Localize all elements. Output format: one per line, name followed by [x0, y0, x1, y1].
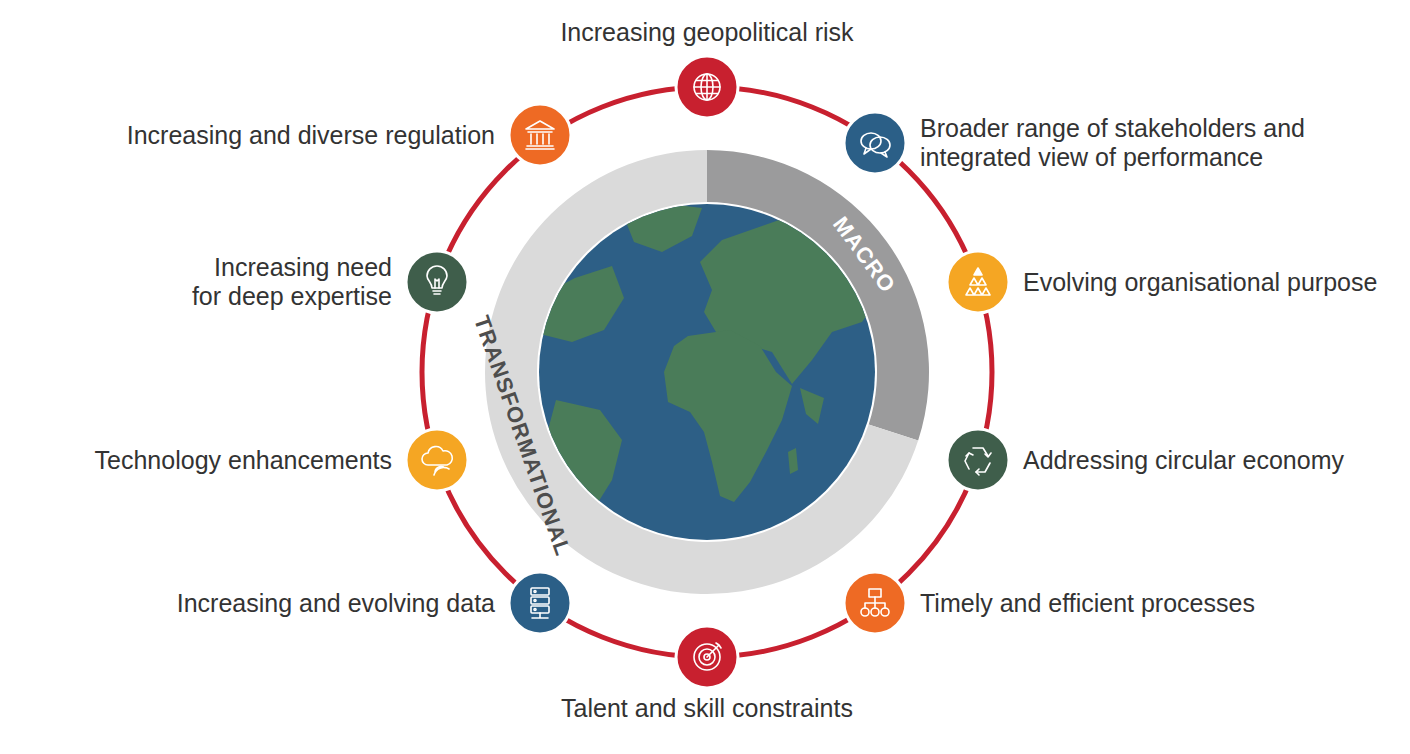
- trend-label: Technology enhancements: [95, 446, 392, 475]
- trend-label: Increasing and evolving data: [177, 589, 495, 618]
- icon-symbol: [694, 74, 720, 100]
- trend-icon: Talent and skill constraints: [675, 625, 739, 689]
- trend-label: Increasing geopolitical risk: [560, 18, 853, 47]
- trend-icon: Increasing and evolving data: [508, 571, 572, 635]
- icon-symbol: [861, 133, 890, 157]
- globe: [536, 203, 878, 540]
- trend-label: Talent and skill constraints: [561, 694, 853, 723]
- icon-symbol: [861, 589, 889, 616]
- icon-symbol: [965, 448, 991, 475]
- trend-label: Increasing need for deep expertise: [186, 253, 392, 311]
- trend-label: Timely and efficient processes: [920, 589, 1255, 618]
- icon-symbol: [422, 447, 452, 475]
- trend-icon: Timely and efficient processes: [843, 571, 907, 635]
- outer-ring: [422, 87, 992, 657]
- trend-icon: Increasing need for deep expertise: [405, 250, 469, 314]
- trend-icon: Increasing geopolitical risk: [675, 55, 739, 119]
- trend-icon: Addressing circular economy: [946, 428, 1010, 492]
- icon-circle: [508, 103, 572, 167]
- icon-symbol: [966, 268, 990, 295]
- trend-label: Evolving organisational purpose: [1023, 268, 1377, 297]
- icon-circle: [405, 428, 469, 492]
- category-band: TRANSFORMATIONAL: [485, 150, 929, 594]
- trend-label: Increasing and diverse regulation: [127, 121, 495, 150]
- trend-icon: Broader range of stakeholders and integr…: [843, 111, 907, 175]
- icon-circle: [843, 571, 907, 635]
- trend-label: Broader range of stakeholders and integr…: [920, 114, 1340, 172]
- icon-circle: [946, 250, 1010, 314]
- trend-icon: Technology enhancements: [405, 428, 469, 492]
- icon-circle: [675, 55, 739, 119]
- trend-icon: Increasing and diverse regulation: [508, 103, 572, 167]
- icon-circle: [508, 571, 572, 635]
- icon-circle: [946, 428, 1010, 492]
- icon-circle: [675, 625, 739, 689]
- trend-icon: Evolving organisational purpose: [946, 250, 1010, 314]
- icon-symbol: [427, 266, 447, 294]
- icon-circle: [843, 111, 907, 175]
- icon-symbol: [694, 643, 721, 670]
- icon-symbol: [531, 588, 549, 618]
- icon-circle: [405, 250, 469, 314]
- icon-symbol: [526, 121, 554, 149]
- trend-label: Addressing circular economy: [1023, 446, 1344, 475]
